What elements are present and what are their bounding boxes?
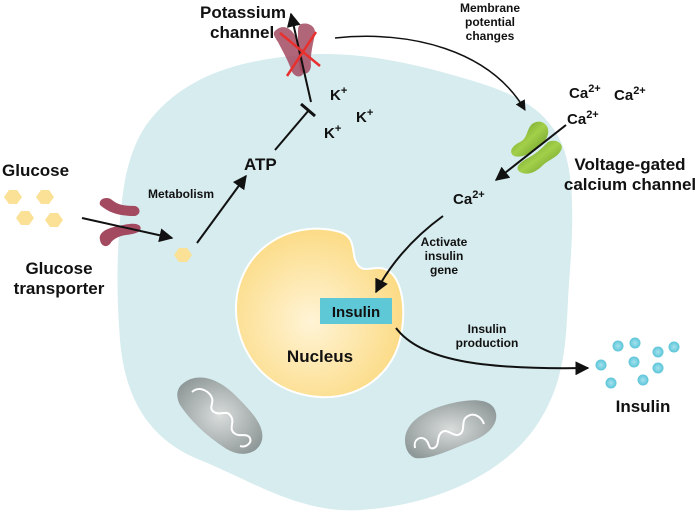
potassium-channel-label-line2: channel <box>210 23 274 42</box>
glucose-transport-arrow <box>81 217 174 243</box>
glucose-molecules-outside <box>4 190 63 227</box>
glucose-hexagon <box>4 190 22 204</box>
ca-ion: Ca2+ <box>567 109 599 128</box>
membrane-potential-label-line2: potential <box>465 15 515 29</box>
membrane-potential-arrow <box>334 35 526 111</box>
insulin-granule <box>605 377 617 389</box>
glucose-transporter-label-line1: Glucose <box>25 259 92 278</box>
glucose-label: Glucose <box>2 161 69 180</box>
membrane-potential-label-line3: changes <box>466 29 515 43</box>
insulin-production-label-line1: Insulin <box>468 322 507 336</box>
activate-label-line2: insulin <box>425 249 464 263</box>
insulin-secreted-label: Insulin <box>616 397 671 416</box>
atp-label: ATP <box>244 155 277 174</box>
insulin-granule <box>595 359 607 371</box>
atp-inhibition-line <box>274 109 310 151</box>
calcium-influx-arrow <box>494 124 567 181</box>
membrane-potential-label-line1: Membrane <box>460 1 520 15</box>
inhibition-bar <box>300 102 316 118</box>
nucleus-label: Nucleus <box>287 347 353 366</box>
glucose-hexagon <box>16 211 34 225</box>
insulin-granule <box>637 374 649 386</box>
insulin-gene-box <box>320 298 392 324</box>
insulin-granules <box>595 337 680 389</box>
blocked-x-mark <box>279 31 321 77</box>
potassium-channel-label-line1: Potassium <box>200 3 286 22</box>
calcium-channel <box>511 121 562 174</box>
ca-ion: Ca2+ <box>569 83 601 102</box>
insulin-granule <box>629 337 641 349</box>
metabolism-label: Metabolism <box>148 187 214 201</box>
glucose-transporter-label-line2: transporter <box>14 279 105 298</box>
insulin-granule <box>612 340 624 352</box>
insulin-granule <box>628 356 640 368</box>
mitochondrion-left <box>177 377 263 454</box>
insulin-production-arrow <box>395 327 590 376</box>
ca-ion-inside: Ca2+ <box>453 189 485 208</box>
potassium-efflux-arrow <box>286 12 312 103</box>
insulin-granule <box>652 346 664 358</box>
glucose-hexagon <box>45 213 63 227</box>
insulin-gene-label: Insulin <box>332 304 380 321</box>
glucose-inside-hexagon <box>174 248 192 262</box>
activate-label-line1: Activate <box>421 235 468 249</box>
insulin-granule <box>652 362 664 374</box>
k-ion: K+ <box>356 107 373 126</box>
activate-gene-arrow <box>375 215 444 294</box>
activate-label-line3: gene <box>430 263 458 277</box>
glucose-hexagon <box>36 190 54 204</box>
ca-ion: Ca2+ <box>614 85 646 104</box>
calcium-channel-label-line1: Voltage-gated <box>574 155 685 174</box>
k-ion: K+ <box>324 123 341 142</box>
k-ion: K+ <box>330 85 347 104</box>
insulin-granule <box>668 341 680 353</box>
metabolism-arrow <box>196 174 247 244</box>
insulin-production-label-line2: production <box>456 336 519 350</box>
calcium-channel-label-line2: calcium channel <box>564 175 696 194</box>
nucleus <box>234 227 405 399</box>
mitochondrion-right <box>405 400 497 459</box>
